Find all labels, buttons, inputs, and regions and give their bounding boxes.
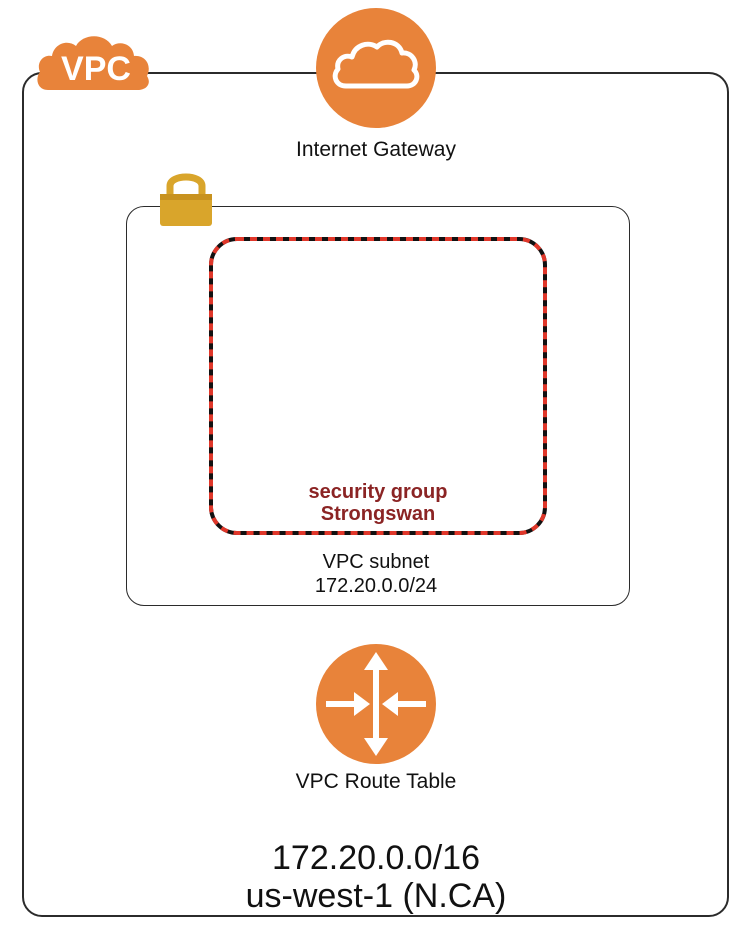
security-group-name: Strongswan	[320, 503, 436, 525]
subnet-name: VPC subnet	[322, 551, 430, 573]
lock-icon	[154, 166, 218, 228]
internet-gateway-label: Internet Gateway	[296, 138, 456, 161]
subnet-cidr: 172.20.0.0/24	[314, 575, 438, 597]
security-group-box	[208, 236, 548, 536]
cloud-icon	[316, 8, 436, 128]
vpc-badge: VPC	[34, 14, 152, 94]
security-group-title: security group	[308, 481, 448, 503]
internet-gateway-icon	[314, 6, 438, 130]
vpc-badge-label: VPC	[61, 50, 131, 88]
route-table-label: VPC Route Table	[295, 770, 457, 793]
vpc-cloud-icon: VPC	[37, 36, 149, 90]
vpc-region: us-west-1 (N.CA)	[245, 877, 507, 915]
vpc-cidr: 172.20.0.0/16	[272, 839, 480, 877]
router-icon	[314, 642, 438, 766]
